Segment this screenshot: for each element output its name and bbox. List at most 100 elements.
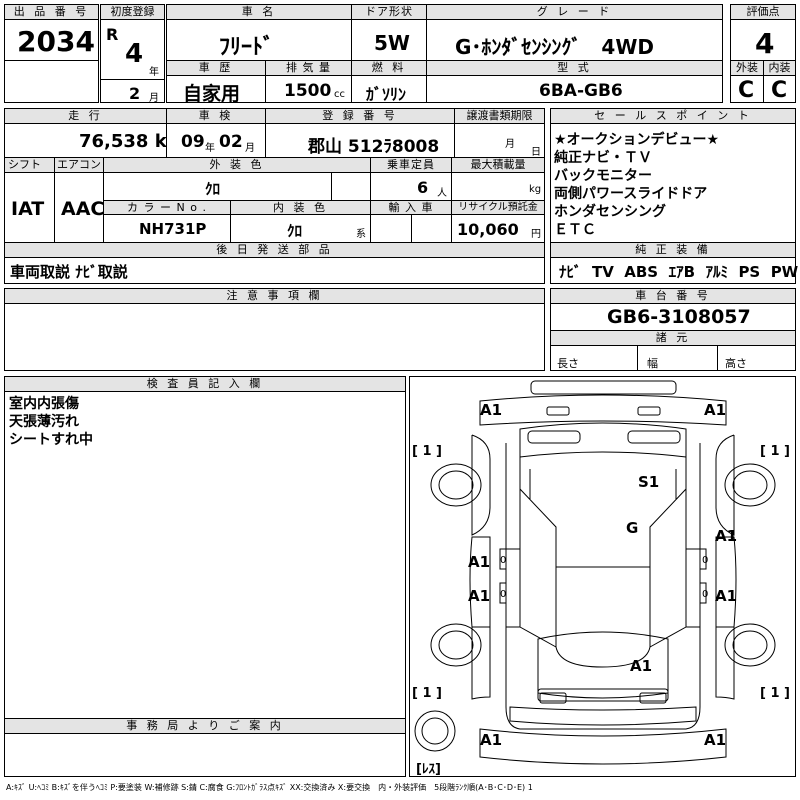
door-value: 5W xyxy=(374,31,410,55)
transfer-deadline-box: 譲渡書類期限 月 日 xyxy=(454,108,545,158)
interior-grade-value: C xyxy=(771,78,788,103)
damage-mark: A1 xyxy=(715,587,737,605)
damage-mark: S1 xyxy=(638,473,659,491)
displacement-label: 排 気 量 xyxy=(266,61,351,76)
max-load-label: 最大積載量 xyxy=(452,158,544,173)
history-value: 自家用 xyxy=(183,83,241,105)
model-code-label: 型 式 xyxy=(427,61,722,76)
lot-number-blank xyxy=(4,60,99,103)
exterior-color-label: 外 装 色 xyxy=(104,158,370,173)
score-value: 4 xyxy=(755,27,775,60)
damage-mark: A1 xyxy=(704,731,726,749)
cc-unit: cc xyxy=(334,89,345,100)
door-box: ドア形状 5W xyxy=(351,4,427,61)
fuel-box: 燃 料 ｶﾞｿﾘﾝ xyxy=(351,60,427,104)
exterior-grade-label: 外装 xyxy=(731,61,763,76)
interior-grade-label: 内装 xyxy=(764,61,795,76)
height-label: 高さ xyxy=(725,357,747,370)
genuine-equipment-label: 純 正 装 備 xyxy=(551,243,795,258)
displacement-box: 排 気 量 1500 cc xyxy=(265,60,352,103)
inspector-notes-box: 検 査 員 記 入 欄 室内内張傷 天張薄汚れ シートすれ中 xyxy=(4,376,406,719)
import-label: 輸 入 車 xyxy=(371,201,451,215)
equipment-item: ｱﾙﾐ xyxy=(705,263,728,281)
sales-points-list: ★オークションデビュー★ 純正ナビ・ＴＶ バックモニター 両側パワースライドドア… xyxy=(554,131,719,239)
recycle-value: 10,060 xyxy=(457,220,519,239)
displacement-value: 1500 xyxy=(284,81,332,101)
era-value: R xyxy=(106,25,119,44)
shaken-label: 車 検 xyxy=(167,109,265,124)
tire-mark: [ 1 ] xyxy=(412,444,442,459)
tire-mark: [ 1 ] xyxy=(760,444,790,459)
length-label: 長さ xyxy=(557,357,579,370)
office-info-box: 事 務 局 よ り ご 案 内 xyxy=(4,718,406,777)
zero-mark: 0 xyxy=(702,589,708,600)
score-box: 評価点 4 xyxy=(730,4,796,61)
sales-point: ＥＴＣ xyxy=(554,222,596,238)
zero-mark: 0 xyxy=(500,589,506,600)
damage-mark: A1 xyxy=(630,657,652,675)
exterior-grade-value: C xyxy=(738,78,755,103)
spare-tire-mark: [ﾚｽ] xyxy=(416,762,441,776)
grade-label: グ レ ー ド xyxy=(427,5,722,20)
aircon-value: AAC xyxy=(61,198,105,220)
chassis-number-value: GB6-3108057 xyxy=(607,306,751,328)
history-box: 車 歴 自家用 xyxy=(166,60,266,105)
sales-point: ホンダセンシング xyxy=(554,204,666,220)
transfer-day-unit: 日 xyxy=(531,147,541,158)
notes-box: 注 意 事 項 欄 xyxy=(4,288,545,371)
zero-mark: 0 xyxy=(702,555,708,566)
sales-point: 両側パワースライドドア xyxy=(554,186,708,202)
later-parts-box: 後 日 発 送 部 品 車両取説 ﾅﾋﾞ取説 xyxy=(4,242,545,284)
tire-mark: [ 1 ] xyxy=(412,686,442,701)
grade-value: G･ﾎﾝﾀﾞｾﾝｼﾝｸﾞ 4WD xyxy=(455,35,654,59)
recycle-unit: 円 xyxy=(531,229,541,240)
front-emblem-shape xyxy=(530,380,677,395)
registration-number-label: 登 録 番 号 xyxy=(266,109,454,124)
damage-mark: A1 xyxy=(480,731,502,749)
inspector-notes-list: 室内内張傷 天張薄汚れ シートすれ中 xyxy=(9,395,93,449)
recycle-label: リサイクル預託金 xyxy=(452,201,544,215)
chassis-number-label: 車 台 番 号 xyxy=(551,289,795,304)
inspector-note: シートすれ中 xyxy=(9,432,93,448)
history-label: 車 歴 xyxy=(167,61,265,76)
mileage-label: 走 行 xyxy=(5,109,166,124)
car-name-box: 車 名 ﾌﾘｰﾄﾞ xyxy=(166,4,352,61)
equipment-item: PW xyxy=(770,263,799,281)
equipment-item: PS xyxy=(738,263,761,281)
registration-month-value: 2 xyxy=(129,84,141,103)
exterior-color-value: ｸﾛ xyxy=(205,180,221,198)
transfer-month-unit: 月 xyxy=(505,139,515,150)
damage-mark: A1 xyxy=(468,553,490,571)
grade-box: グ レ ー ド G･ﾎﾝﾀﾞｾﾝｼﾝｸﾞ 4WD xyxy=(426,4,723,61)
transfer-deadline-label: 譲渡書類期限 xyxy=(455,109,544,124)
car-name-label: 車 名 xyxy=(167,5,351,20)
car-diagram-svg: A1 A1 S1 G A1 A1 A1 A1 A1 A1 A1 [ 1 ] [ … xyxy=(412,380,790,777)
sales-point: ★オークションデビュー★ xyxy=(554,132,720,148)
lot-number-box: 出 品 番 号 2034 xyxy=(4,4,99,61)
mileage-box: 走 行 76,538 km xyxy=(4,108,185,158)
shaken-box: 車 検 09 年 02 月 xyxy=(166,108,266,158)
month-unit: 月 xyxy=(149,93,159,104)
inspector-note: 天張薄汚れ xyxy=(9,414,79,430)
width-label: 幅 xyxy=(647,357,658,370)
fuel-label: 燃 料 xyxy=(352,61,426,76)
shaken-month-value: 02 xyxy=(219,132,243,152)
model-code-box: 型 式 6BA-GB6 xyxy=(426,60,723,103)
registration-number-box: 登 録 番 号 郡山 512ﾗ8008 xyxy=(265,108,455,158)
zero-mark: 0 xyxy=(500,555,506,566)
inspector-notes-label: 検 査 員 記 入 欄 xyxy=(5,377,405,392)
equipment-item: ABS xyxy=(624,263,659,281)
interior-color-value: ｸﾛ xyxy=(287,222,303,240)
persons-unit: 人 xyxy=(437,188,447,199)
first-registration-label: 初度登録 xyxy=(101,5,164,20)
spec-grid: シフト エアコン 外 装 色 乗車定員 最大積載量 IAT AAC ｸﾛ 6 人… xyxy=(4,157,545,243)
front-bumper-shape xyxy=(479,394,727,426)
later-parts-label: 後 日 発 送 部 品 xyxy=(5,243,544,258)
lot-number-value: 2034 xyxy=(17,25,95,58)
interior-color-label: 内 装 色 xyxy=(231,201,370,215)
chassis-number-box: 車 台 番 号 GB6-3108057 諸 元 長さ 幅 高さ xyxy=(550,288,796,371)
equipment-item: ﾅﾋﾞ xyxy=(559,263,582,281)
sales-points-box: セ ー ル ス ポ イ ン ト ★オークションデビュー★ 純正ナビ・ＴＶ バック… xyxy=(550,108,796,243)
fuel-value: ｶﾞｿﾘﾝ xyxy=(366,85,407,104)
lot-number-label: 出 品 番 号 xyxy=(5,5,98,20)
